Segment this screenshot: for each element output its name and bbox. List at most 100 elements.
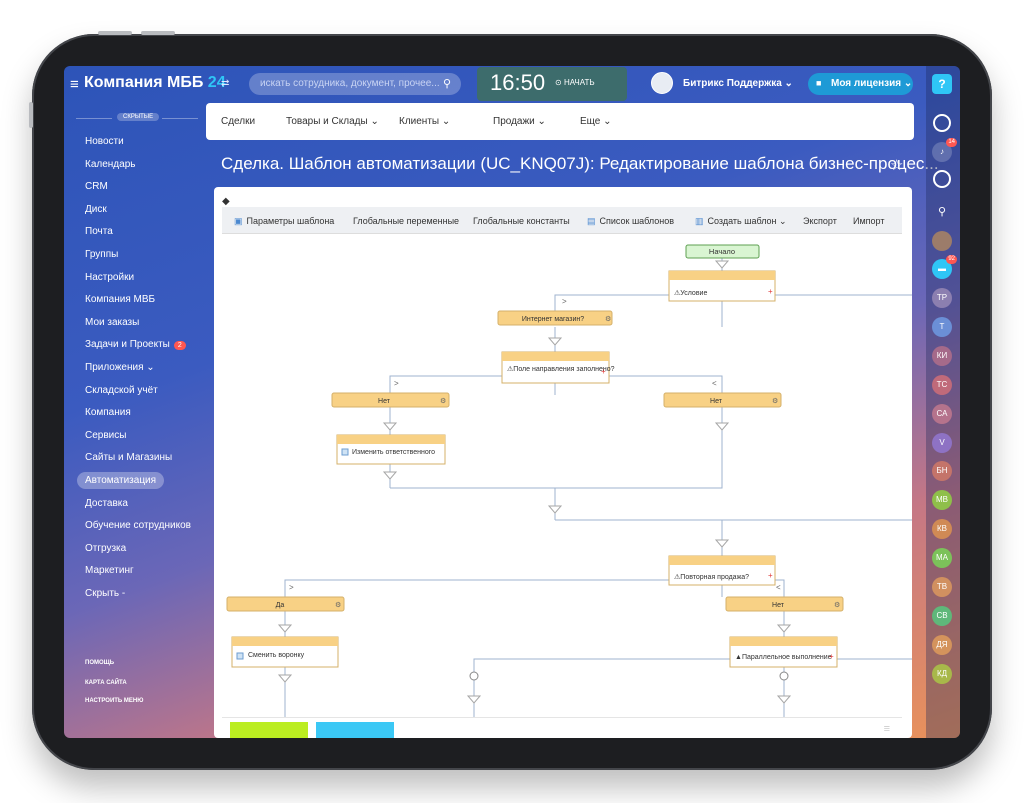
contact-avatar[interactable]: Т — [932, 316, 952, 337]
start-button[interactable]: ⊙ НАЧАТЬ — [555, 78, 595, 87]
contact-avatar[interactable]: ТР — [932, 288, 952, 308]
sidebar-item[interactable]: Доставка — [64, 494, 206, 517]
document-icon: ▥ — [695, 216, 704, 226]
sidebar-item[interactable]: Автоматизация — [64, 471, 206, 494]
start-node[interactable]: Начало — [685, 244, 760, 259]
license-button[interactable]: ■Моя лицензия ⌄ — [808, 73, 913, 95]
contact-avatar[interactable]: СА — [932, 403, 952, 424]
branch-no-right[interactable]: Нет ⚙ — [663, 392, 782, 408]
sidebar-item[interactable]: Календарь — [64, 155, 206, 178]
settings-icon[interactable]: ⚙ — [335, 601, 341, 609]
work-clock[interactable]: 16:50 ⊙ НАЧАТЬ — [477, 67, 627, 101]
add-icon[interactable]: + — [768, 571, 773, 580]
template-list-button[interactable]: ▤Список шаблонов — [587, 216, 675, 226]
collapse-chevron[interactable]: < — [712, 379, 717, 388]
expand-chevron[interactable]: > — [289, 583, 294, 592]
user-avatar[interactable] — [651, 72, 673, 94]
sidebar-item[interactable]: CRM — [64, 177, 206, 200]
menu-lines-icon[interactable]: ≡ — [883, 723, 890, 735]
contact-avatar[interactable]: ТС — [932, 374, 952, 395]
tab-products[interactable]: Товары и Склады ⌄ — [286, 116, 379, 127]
at-sign-icon[interactable] — [933, 114, 951, 132]
tab-clients[interactable]: Клиенты ⌄ — [399, 116, 451, 127]
settings-icon[interactable]: ⚙ — [605, 315, 611, 323]
add-icon[interactable]: + — [768, 287, 773, 296]
sidebar-item[interactable]: Маркетинг — [64, 561, 206, 584]
sidebar-item[interactable]: Диск — [64, 200, 206, 223]
sidebar-item[interactable]: Компания — [64, 403, 206, 426]
sidebar-item[interactable]: Сайты и Магазины — [64, 448, 206, 471]
contact-avatar[interactable]: ТВ — [932, 577, 952, 597]
hidden-items-toggle[interactable]: СКРЫТЫЕ — [117, 113, 160, 121]
menu-icon[interactable]: ≡ — [70, 76, 79, 93]
tab-deals[interactable]: Сделки — [221, 116, 256, 127]
import-button[interactable]: Импорт — [853, 216, 885, 226]
phone-icon[interactable] — [933, 170, 951, 188]
sidebar-item[interactable]: Почта — [64, 222, 206, 245]
sidebar-item[interactable]: Обучение сотрудников — [64, 516, 206, 539]
branch-internet-shop[interactable]: Интернет магазин? ⚙ — [497, 310, 613, 326]
global-variables-button[interactable]: Глобальные переменные — [353, 216, 460, 226]
search-icon[interactable]: ⚲ — [937, 206, 947, 218]
bell-icon[interactable]: ♪14 — [932, 138, 957, 162]
expand-chevron[interactable]: > — [394, 379, 399, 388]
tab-more[interactable]: Еще ⌄ — [580, 116, 612, 127]
contact-avatar[interactable]: КИ — [932, 345, 952, 366]
star-icon[interactable]: ☆ — [890, 157, 904, 174]
company-name[interactable]: Компания МББ 24 — [84, 74, 226, 91]
global-constants-button[interactable]: Глобальные константы — [473, 216, 570, 226]
settings-icon[interactable]: ⚙ — [834, 601, 840, 609]
remove-branch-icon[interactable] — [779, 671, 789, 681]
add-icon[interactable]: + — [829, 652, 834, 661]
contact-avatar[interactable]: ДЯ — [932, 634, 952, 655]
parallel-block[interactable]: ▲Параллельное выполнение + — [729, 636, 838, 668]
sidebar-item[interactable]: Отгрузка — [64, 539, 206, 562]
branch-no-left[interactable]: Нет ⚙ — [331, 392, 450, 408]
change-responsible-block[interactable]: Изменить ответственного — [336, 434, 446, 465]
swap-icon[interactable]: ⇄ — [221, 78, 230, 89]
configure-menu-link[interactable]: НАСТРОИТЬ МЕНЮ — [85, 698, 144, 704]
expand-chevron[interactable]: > — [562, 297, 567, 306]
settings-icon[interactable]: ⚙ — [440, 397, 446, 405]
apply-button[interactable] — [316, 722, 394, 738]
help-link[interactable]: ПОМОЩЬ — [85, 660, 115, 666]
field-check-block[interactable]: ⚠Поле направления заполнено? + — [501, 351, 615, 384]
save-button[interactable] — [230, 722, 308, 738]
sidebar-item[interactable]: Группы — [64, 245, 206, 268]
add-icon[interactable]: + — [601, 367, 606, 376]
sitemap-link[interactable]: КАРТА САЙТА — [85, 680, 127, 686]
avatar[interactable] — [932, 231, 952, 251]
sidebar-item[interactable]: Скрыть - — [64, 584, 206, 607]
collapse-chevron[interactable]: < — [776, 583, 781, 592]
chat-icon[interactable]: ▬92 — [932, 255, 957, 279]
branch-no-bottom[interactable]: Нет ⚙ — [725, 596, 844, 612]
contact-avatar[interactable]: V — [932, 432, 952, 453]
remove-branch-icon[interactable] — [469, 671, 479, 681]
contact-avatar[interactable]: СВ — [932, 605, 952, 626]
create-template-button[interactable]: ▥Создать шаблон ⌄ — [695, 216, 787, 226]
sidebar-item[interactable]: Складской учёт — [64, 381, 206, 404]
condition-block[interactable]: ⚠Условие + — [668, 270, 776, 302]
repeat-sale-block[interactable]: ⚠Повторная продажа? + — [668, 555, 776, 586]
sidebar-item[interactable]: Новости — [64, 132, 206, 155]
tab-sales[interactable]: Продажи ⌄ — [493, 116, 546, 127]
export-button[interactable]: Экспорт — [803, 216, 837, 226]
contact-avatar[interactable]: КВ — [932, 519, 952, 540]
change-funnel-block[interactable]: Сменить воронку — [231, 636, 339, 668]
contact-avatar[interactable]: КД — [932, 663, 952, 684]
search-input[interactable]: искать сотрудника, документ, прочее...⚲ — [249, 73, 461, 95]
sidebar-item[interactable]: Приложения ⌄ — [64, 358, 206, 381]
settings-icon[interactable]: ⚙ — [772, 397, 778, 405]
user-menu[interactable]: Битрикс Поддержка ⌄ — [683, 78, 793, 89]
sidebar-item[interactable]: Сервисы — [64, 426, 206, 449]
contact-avatar[interactable]: МВ — [932, 490, 952, 511]
sidebar-item[interactable]: Настройки — [64, 268, 206, 291]
contact-avatar[interactable]: БН — [932, 461, 952, 482]
branch-yes[interactable]: Да ⚙ — [226, 596, 345, 612]
sidebar-item[interactable]: Мои заказы — [64, 313, 206, 336]
template-params-button[interactable]: ▣Параметры шаблона — [234, 216, 335, 226]
help-icon[interactable]: ? — [932, 74, 952, 94]
contact-avatar[interactable]: МА — [932, 548, 952, 569]
sidebar-item[interactable]: Компания МВБ — [64, 290, 206, 313]
